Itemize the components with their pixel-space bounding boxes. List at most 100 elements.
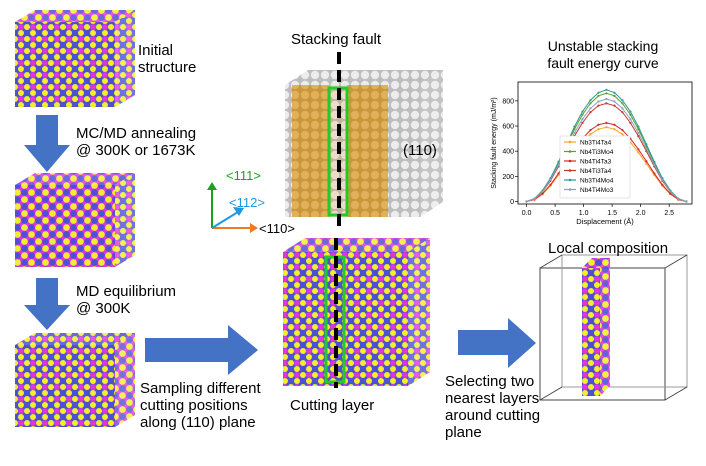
data-point	[637, 151, 640, 154]
legend-entry: Nb4Ti3Ta4	[580, 168, 612, 175]
y-axis-label: Stacking fault energy (mJ/m²)	[491, 97, 498, 188]
data-point	[581, 110, 584, 113]
data-point	[685, 200, 688, 203]
data-point	[605, 92, 608, 95]
data-point	[589, 128, 592, 132]
down-arrow-2	[24, 278, 70, 330]
local-composition-box	[539, 254, 688, 401]
x-tick-label: 0.0	[522, 210, 532, 217]
data-point	[629, 118, 632, 121]
data-point	[621, 111, 624, 114]
local-composition-title: Local composition	[548, 240, 669, 257]
legend-entry: Nb3Ti4Mo4	[580, 178, 614, 185]
stacking-fault-title: Stacking fault	[291, 31, 382, 48]
plane-label: (110)	[403, 142, 437, 159]
data-point	[621, 102, 624, 105]
data-point	[645, 160, 648, 163]
cutting-layer-label: Cutting layer	[290, 397, 375, 414]
x-tick-label: 0.5	[550, 210, 560, 217]
x-tick-label: 2.5	[664, 210, 674, 217]
sampling-label: Sampling different cutting positions alo…	[140, 380, 261, 431]
down-arrow-1	[24, 115, 70, 172]
cutting-cube	[283, 238, 430, 386]
data-point	[637, 148, 640, 151]
data-point	[621, 128, 624, 132]
data-point	[661, 183, 664, 186]
data-point	[597, 100, 600, 103]
data-point	[605, 88, 608, 91]
data-point	[605, 121, 608, 124]
data-point	[557, 172, 560, 175]
data-point	[637, 131, 640, 135]
x-tick-label: 1.5	[607, 210, 617, 217]
x-tick-label: 1.0	[579, 210, 589, 217]
data-point	[613, 128, 616, 131]
legend-entry: Nb4Ti4Mo3	[580, 187, 614, 194]
data-point	[573, 131, 576, 135]
data-point	[645, 147, 648, 151]
equilibrated-structure-cube	[15, 333, 135, 427]
y-tick-label: 0	[510, 199, 514, 206]
legend-entry: Nb3Ti4Ta4	[580, 140, 612, 147]
data-point	[613, 123, 616, 126]
right-arrow-sampling	[145, 325, 258, 375]
annealing-label: MC/MD annealing @ 300K or 1673K	[76, 125, 197, 159]
data-point	[653, 160, 656, 163]
data-point	[573, 125, 576, 128]
axis-110-label: <110>	[259, 221, 295, 236]
y-tick-label: 800	[502, 98, 514, 105]
data-point	[637, 125, 640, 128]
data-point	[597, 128, 600, 131]
legend-entry: Nb4Ti4Ta3	[580, 159, 612, 166]
legend-marker	[568, 159, 572, 163]
data-point	[557, 163, 560, 167]
x-tick-label: 2.0	[636, 210, 646, 217]
legend-marker	[568, 188, 572, 191]
legend-box	[559, 135, 631, 199]
legend-marker	[568, 150, 572, 153]
legend-entry: Nb4Ti3Mo4	[580, 149, 614, 156]
x-axis-label: Displacement (Å)	[576, 217, 634, 226]
data-point	[533, 197, 536, 200]
annealed-structure-cube	[15, 173, 135, 267]
data-point	[613, 100, 616, 103]
data-point	[525, 200, 528, 203]
data-point	[637, 134, 640, 138]
data-point	[589, 133, 592, 136]
data-point	[669, 190, 672, 193]
data-point	[621, 107, 624, 110]
data-point	[549, 183, 552, 186]
legend-marker	[568, 178, 572, 182]
stacking-fault-cube	[285, 70, 443, 217]
data-point	[613, 91, 616, 94]
local-composition-slab	[582, 258, 610, 396]
data-point	[653, 163, 656, 167]
legend-marker	[568, 140, 572, 144]
axis-triad	[207, 182, 258, 233]
legend-marker	[568, 169, 572, 172]
data-point	[645, 143, 648, 146]
data-point	[549, 178, 552, 181]
data-point	[661, 178, 664, 181]
data-point	[605, 126, 608, 129]
data-point	[541, 192, 544, 195]
data-point	[629, 121, 632, 124]
data-point	[669, 192, 672, 195]
data-point	[597, 104, 600, 107]
data-point	[629, 110, 632, 113]
y-tick-label: 600	[502, 124, 514, 131]
data-point	[597, 94, 600, 97]
data-point	[589, 99, 592, 102]
data-point	[589, 111, 592, 114]
selecting-label: Selecting two nearest layers around cutt…	[445, 373, 541, 441]
data-point	[581, 121, 584, 124]
axis-111-label: <111>	[226, 168, 261, 183]
initial-structure-label: Initial structure	[138, 42, 197, 76]
initial-structure-cube	[15, 10, 135, 107]
data-point	[653, 172, 656, 175]
data-point	[605, 97, 608, 101]
data-point	[605, 102, 608, 105]
data-point	[589, 102, 592, 105]
